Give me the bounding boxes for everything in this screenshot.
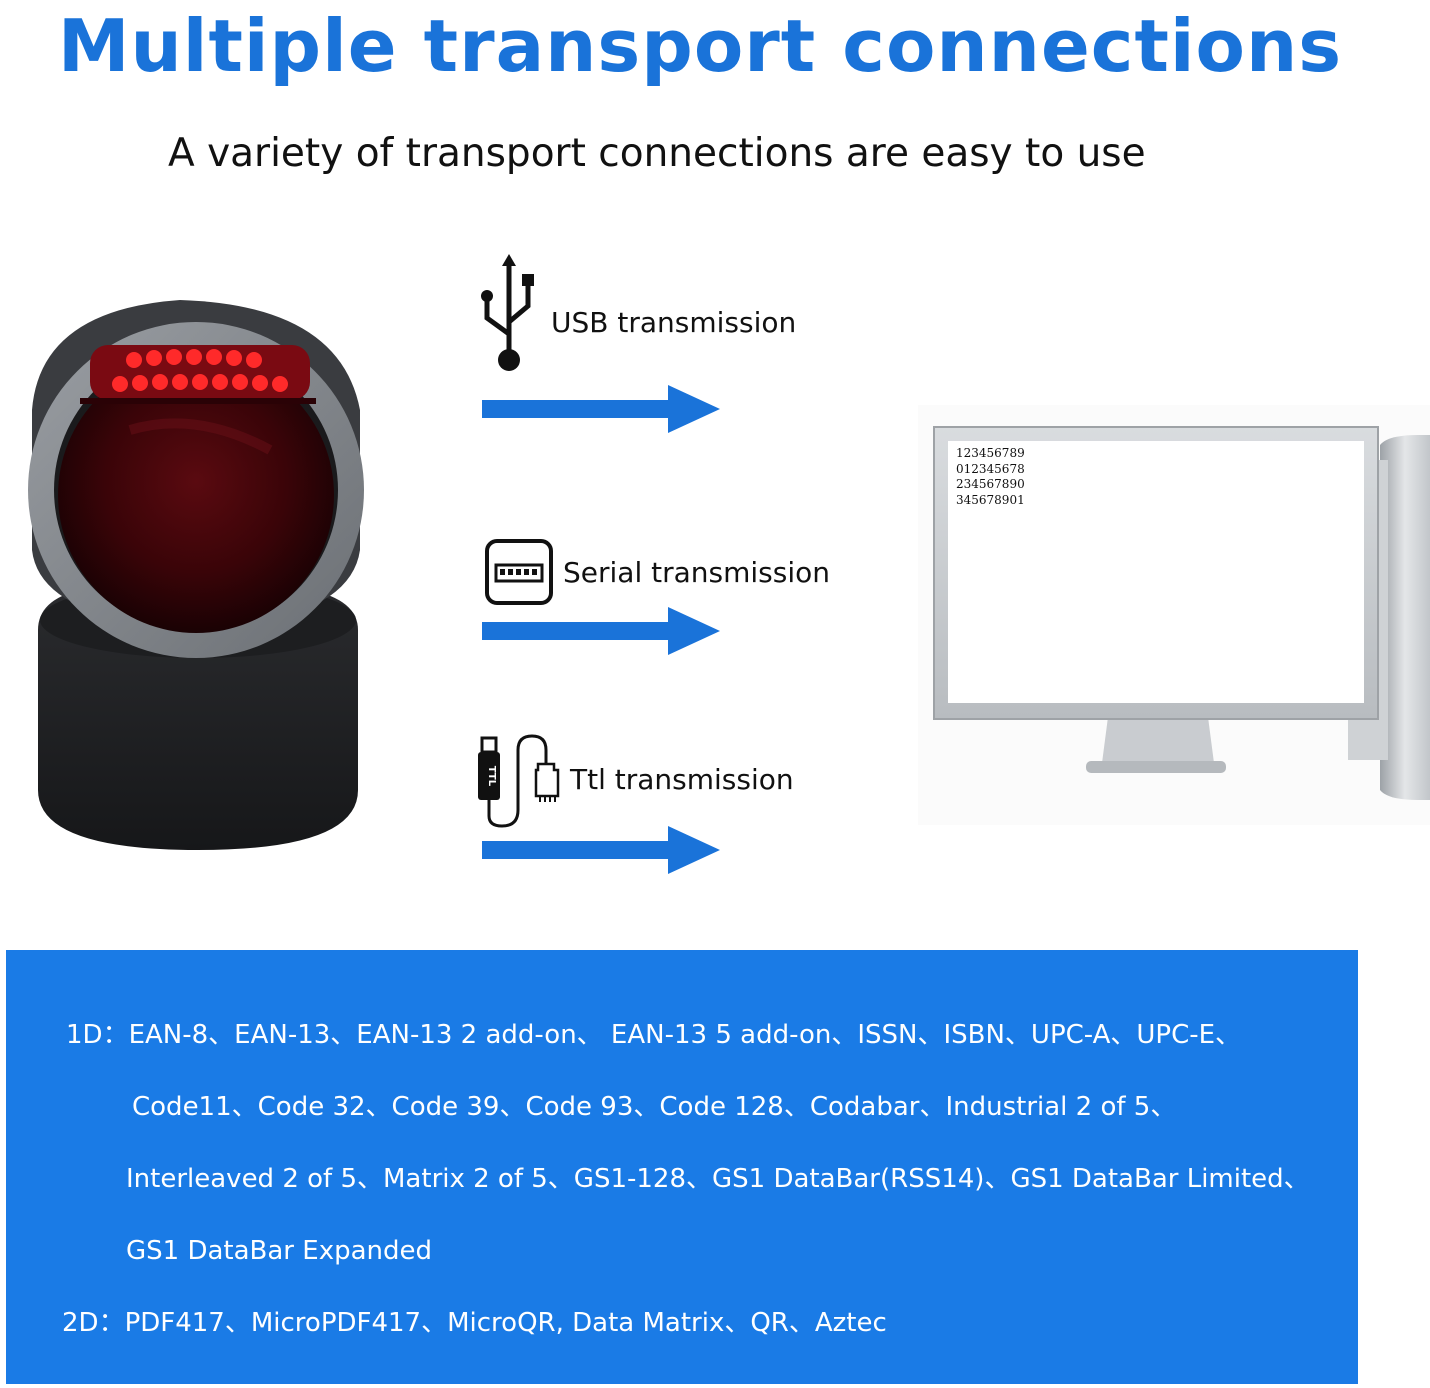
arrow-right-icon [482, 607, 720, 655]
symbology-1d-line-3: Interleaved 2 of 5、Matrix 2 of 5、GS1-128… [126, 1164, 1310, 1194]
arrow-right-icon [482, 826, 720, 874]
symbology-1d-line-2: Code11、Code 32、Code 39、Code 93、Code 128、… [132, 1092, 1177, 1122]
computer-monitor-image [918, 405, 1430, 825]
serial-transmission-label: Serial transmission [563, 556, 830, 589]
scanned-code-line: 345678901 [956, 492, 1025, 507]
arrow-right-icon [482, 385, 720, 433]
usb-transmission-label: USB transmission [551, 306, 797, 339]
symbology-1d-line-1: 1D：EAN-8、EAN-13、EAN-13 2 add-on、 EAN-13 … [66, 1020, 1242, 1050]
scanned-code-line: 123456789 [956, 446, 1025, 460]
ttl-transmission-label: Ttl transmission [570, 763, 794, 796]
symbology-1d-line-4: GS1 DataBar Expanded [126, 1236, 432, 1266]
page-subtitle: A variety of transport connections are e… [168, 131, 1146, 176]
barcode-scanner-image [28, 300, 364, 850]
serial-port-icon [485, 539, 553, 605]
scanned-code-line: 012345678 [956, 461, 1025, 476]
monitor-screen-output: 123456789 012345678 234567890 345678901 [956, 446, 1025, 508]
page-title: Multiple transport connections [57, 4, 1343, 88]
symbology-2d-line: 2D：PDF417、MicroPDF417、MicroQR, Data Matr… [62, 1308, 887, 1338]
supported-symbologies-panel: 1D：EAN-8、EAN-13、EAN-13 2 add-on、 EAN-13 … [6, 950, 1358, 1384]
ttl-cable-icon: TTL [478, 734, 560, 828]
usb-icon [481, 254, 534, 371]
svg-text:TTL: TTL [486, 766, 497, 787]
scanned-code-line: 234567890 [956, 477, 1025, 491]
